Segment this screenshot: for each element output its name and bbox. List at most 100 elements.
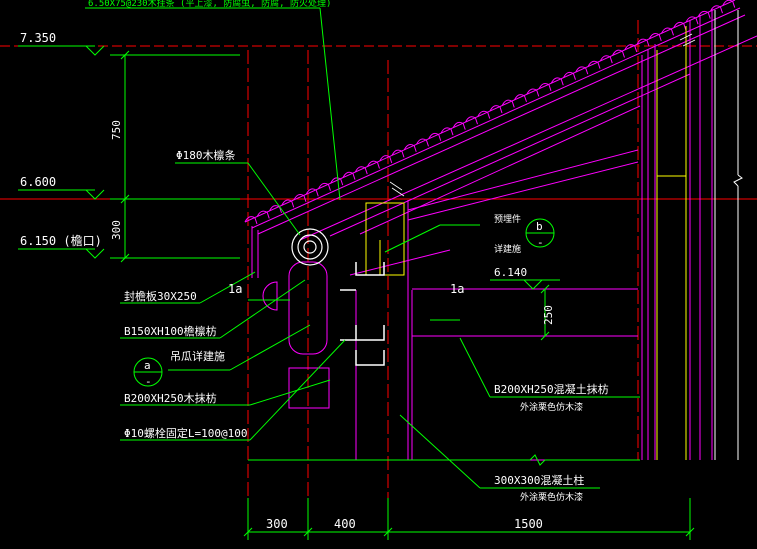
roof-tile [293, 193, 307, 202]
roof-line-4 [299, 35, 757, 241]
roof-tile [452, 121, 466, 130]
level-7350-mark [85, 45, 105, 56]
axis-lines [0, 20, 757, 540]
axis-label-1a-left: 1a [228, 282, 242, 296]
leader-fascia [199, 271, 256, 304]
roof-tile [648, 33, 662, 42]
callout-a-bottom: - [145, 375, 152, 388]
roof-tile [281, 199, 295, 208]
dim-300-vertical: 300 [110, 220, 123, 240]
roof-tile [330, 177, 344, 186]
roof-tile [403, 144, 417, 153]
level-6150-mark [85, 248, 105, 259]
dim-750: 750 [110, 120, 123, 140]
roof-tile [428, 132, 442, 141]
roof-tile [256, 210, 270, 219]
horizontal-dimension [243, 454, 695, 540]
hanger-arc [262, 281, 278, 311]
label-concrete-beam-note: 外涂栗色仿木漆 [520, 401, 583, 413]
detail-callouts [133, 218, 555, 387]
roof-tile [514, 94, 527, 103]
purlin-mid [297, 234, 323, 260]
vdim250-tick-1 [540, 284, 550, 294]
leader-wood-beam [249, 379, 331, 406]
roof-tile [526, 88, 540, 97]
level-6150-label: 6.150 (檐口) [20, 234, 102, 248]
roof-line-2 [251, 7, 741, 229]
hdim-tick-4 [685, 527, 695, 537]
label-purlin: Φ180木檩条 [176, 148, 236, 162]
roof-tile [367, 160, 380, 169]
roof-slope [244, 0, 757, 241]
hatch-2 [682, 39, 696, 47]
ground-break-line [248, 454, 640, 466]
level-6140-mark [523, 279, 543, 290]
hatch-4 [391, 187, 405, 197]
roof-tile [612, 49, 625, 58]
level-7350-label: 7.350 [20, 31, 56, 45]
vdim-tick-1 [120, 50, 130, 60]
roof-tile [305, 188, 319, 197]
timber-members [251, 226, 330, 409]
roof-tile [244, 216, 258, 225]
right-wall [641, 8, 713, 460]
level-6600-label: 6.600 [20, 175, 56, 189]
roof-tile [538, 82, 552, 91]
leader-embed [384, 224, 441, 253]
eave-beam-timber [288, 261, 328, 355]
label-eave-beam: B150XH100檐檩枋 [124, 324, 217, 338]
purlin [291, 228, 329, 266]
annotation-text: 6.50X75@230木挂条 (平上漆, 防腐虫, 防腐, 防火处理) 7.35… [20, 0, 609, 531]
hdim-tick-1 [243, 527, 253, 537]
roof-tile [563, 71, 576, 80]
rafter-3 [349, 249, 451, 276]
leader-hanger [229, 324, 311, 371]
hdim-tick-2 [303, 527, 313, 537]
label-wood-beam: B200XH250木抹枋 [124, 391, 217, 405]
bracket-3 [355, 350, 385, 366]
steel-brackets [340, 262, 385, 366]
rafter-1 [407, 149, 639, 211]
callout-a-top: a [144, 359, 151, 372]
axis-label-1a-right: 1a [450, 282, 464, 296]
purlin-outer [291, 228, 329, 266]
roof-tile [379, 155, 393, 164]
leader-purlin [247, 162, 301, 236]
label-column: 300X300混凝土柱 [494, 473, 584, 487]
rafter-2 [407, 161, 639, 221]
vdim-tick-2 [120, 194, 130, 204]
rafter-lines [349, 149, 639, 276]
roof-tile [342, 171, 356, 180]
bracket-2 [355, 325, 385, 341]
label-column-note: 外涂栗色仿木漆 [520, 491, 583, 503]
roof-tile [599, 55, 613, 64]
hatch-3 [389, 181, 403, 191]
roof-tile [465, 116, 478, 125]
roof-tile [501, 99, 515, 108]
wood-beam-block [288, 367, 330, 409]
roof-tile [587, 60, 601, 69]
leader-bolt [249, 339, 346, 441]
roof-tile [710, 5, 723, 14]
hatch-1 [679, 33, 693, 41]
embed-plate [365, 202, 405, 276]
roof-tile [489, 105, 503, 114]
label-fascia: 封檐板30X250 [124, 289, 197, 303]
vdim250-tick-2 [540, 331, 550, 341]
dim-300: 300 [266, 517, 288, 531]
leader-column [399, 414, 481, 489]
level-6600-mark [85, 189, 105, 200]
concrete-members [355, 200, 640, 461]
top-note: 6.50X75@230木挂条 (平上漆, 防腐虫, 防腐, 防火处理) [88, 0, 331, 9]
vdim-tick-3 [120, 253, 130, 263]
roof-tile [697, 10, 711, 19]
roof-tiles [244, 0, 736, 225]
label-concrete-beam: B200XH250混凝土抹枋 [494, 382, 609, 396]
vertical-dimension [110, 50, 550, 341]
leader-cbeam [459, 337, 491, 398]
roof-tile [477, 110, 491, 119]
roof-tile [624, 44, 638, 53]
roof-tile [440, 127, 454, 136]
